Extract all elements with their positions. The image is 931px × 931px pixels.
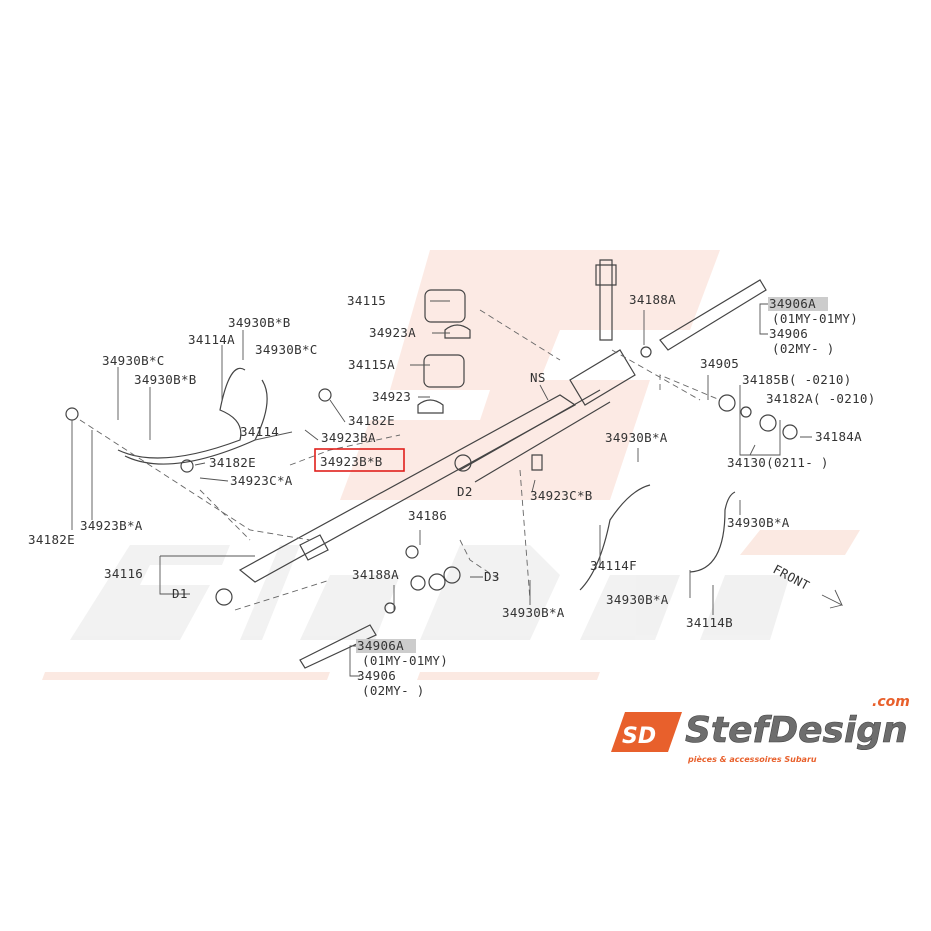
part-label[interactable]: D1 <box>172 586 188 601</box>
hydraulic-lines <box>65 367 736 591</box>
part-label[interactable]: 34182E <box>28 532 75 547</box>
part-label-note: (01MY-01MY) <box>772 311 858 326</box>
part-label[interactable]: 34930B*A <box>606 592 669 607</box>
part-label[interactable]: 34114F <box>590 558 637 573</box>
logo-mark-icon <box>611 712 682 752</box>
part-label[interactable]: 34114A <box>188 332 235 347</box>
part-label[interactable]: 34114 <box>240 424 279 439</box>
part-label[interactable]: 34188A <box>352 567 399 582</box>
part-label[interactable]: 34906A <box>357 638 404 653</box>
part-label-note: (02MY- ) <box>362 683 425 698</box>
part-label[interactable]: 34923C*A <box>230 473 293 488</box>
brand-logo: SD StefDesign .com pièces & accessoires … <box>611 694 910 764</box>
logo-domain: .com <box>872 694 910 710</box>
part-label[interactable]: 34184A <box>815 429 862 444</box>
part-label[interactable]: 34115A <box>348 357 395 372</box>
part-label[interactable]: 34930B*A <box>605 430 668 445</box>
watermark-logo-icon <box>340 250 720 500</box>
part-label[interactable]: 34923 <box>372 389 411 404</box>
watermark-tagline-shape <box>42 672 600 680</box>
part-labels: 34930B*B 34114A 34930B*C 34930B*C 34930B… <box>28 292 876 698</box>
part-label[interactable]: 34115 <box>347 293 386 308</box>
part-label[interactable]: 34930B*A <box>502 605 565 620</box>
part-label[interactable]: 34116 <box>104 566 143 581</box>
part-label-highlighted[interactable]: 34923B*B <box>320 454 383 469</box>
part-label[interactable]: 34185B( -0210) <box>742 372 852 387</box>
part-label[interactable]: 34930B*C <box>102 353 165 368</box>
part-label[interactable]: 34930B*B <box>134 372 197 387</box>
part-label-note: (01MY-01MY) <box>362 653 448 668</box>
part-label[interactable]: 34182E <box>209 455 256 470</box>
logo-tagline: pièces & accessoires Subaru <box>687 754 817 764</box>
part-label[interactable]: 34130(0211- ) <box>727 455 829 470</box>
part-label[interactable]: 34923BA <box>321 430 376 445</box>
part-label[interactable]: 34930B*B <box>228 315 291 330</box>
part-label[interactable]: 34923C*B <box>530 488 593 503</box>
part-label[interactable]: 34905 <box>700 356 739 371</box>
watermark-brand-shape <box>70 545 790 640</box>
logo-mark-text: SD <box>622 724 656 749</box>
part-label[interactable]: 34182A( -0210) <box>766 391 876 406</box>
part-label[interactable]: 34930B*A <box>727 515 790 530</box>
part-label[interactable]: 34188A <box>629 292 676 307</box>
part-label[interactable]: 34182E <box>348 413 395 428</box>
highlight-box <box>314 448 405 472</box>
front-arrow-icon <box>821 589 843 609</box>
steering-rack <box>215 259 798 669</box>
part-label[interactable]: 34923A <box>369 325 416 340</box>
part-label[interactable]: NS <box>530 370 546 385</box>
part-label[interactable]: 34906 <box>769 326 808 341</box>
part-label[interactable]: D2 <box>457 484 473 499</box>
highlight-34906A-bottom <box>356 639 416 653</box>
guide-lines <box>79 309 721 611</box>
logo-brand: StefDesign <box>685 710 908 751</box>
part-label[interactable]: 34923B*A <box>80 518 143 533</box>
part-label-note: (02MY- ) <box>772 341 835 356</box>
highlight-34906A-top <box>768 297 828 311</box>
watermark-domain-shape <box>740 530 860 555</box>
leader-lines <box>71 300 812 677</box>
part-label[interactable]: 34906A <box>769 296 816 311</box>
watermark <box>42 250 860 680</box>
part-label[interactable]: 34114B <box>686 615 733 630</box>
part-label[interactable]: 34906 <box>357 668 396 683</box>
part-label[interactable]: D3 <box>484 569 500 584</box>
part-label[interactable]: 34930B*C <box>255 342 318 357</box>
part-label[interactable]: 34186 <box>408 508 447 523</box>
